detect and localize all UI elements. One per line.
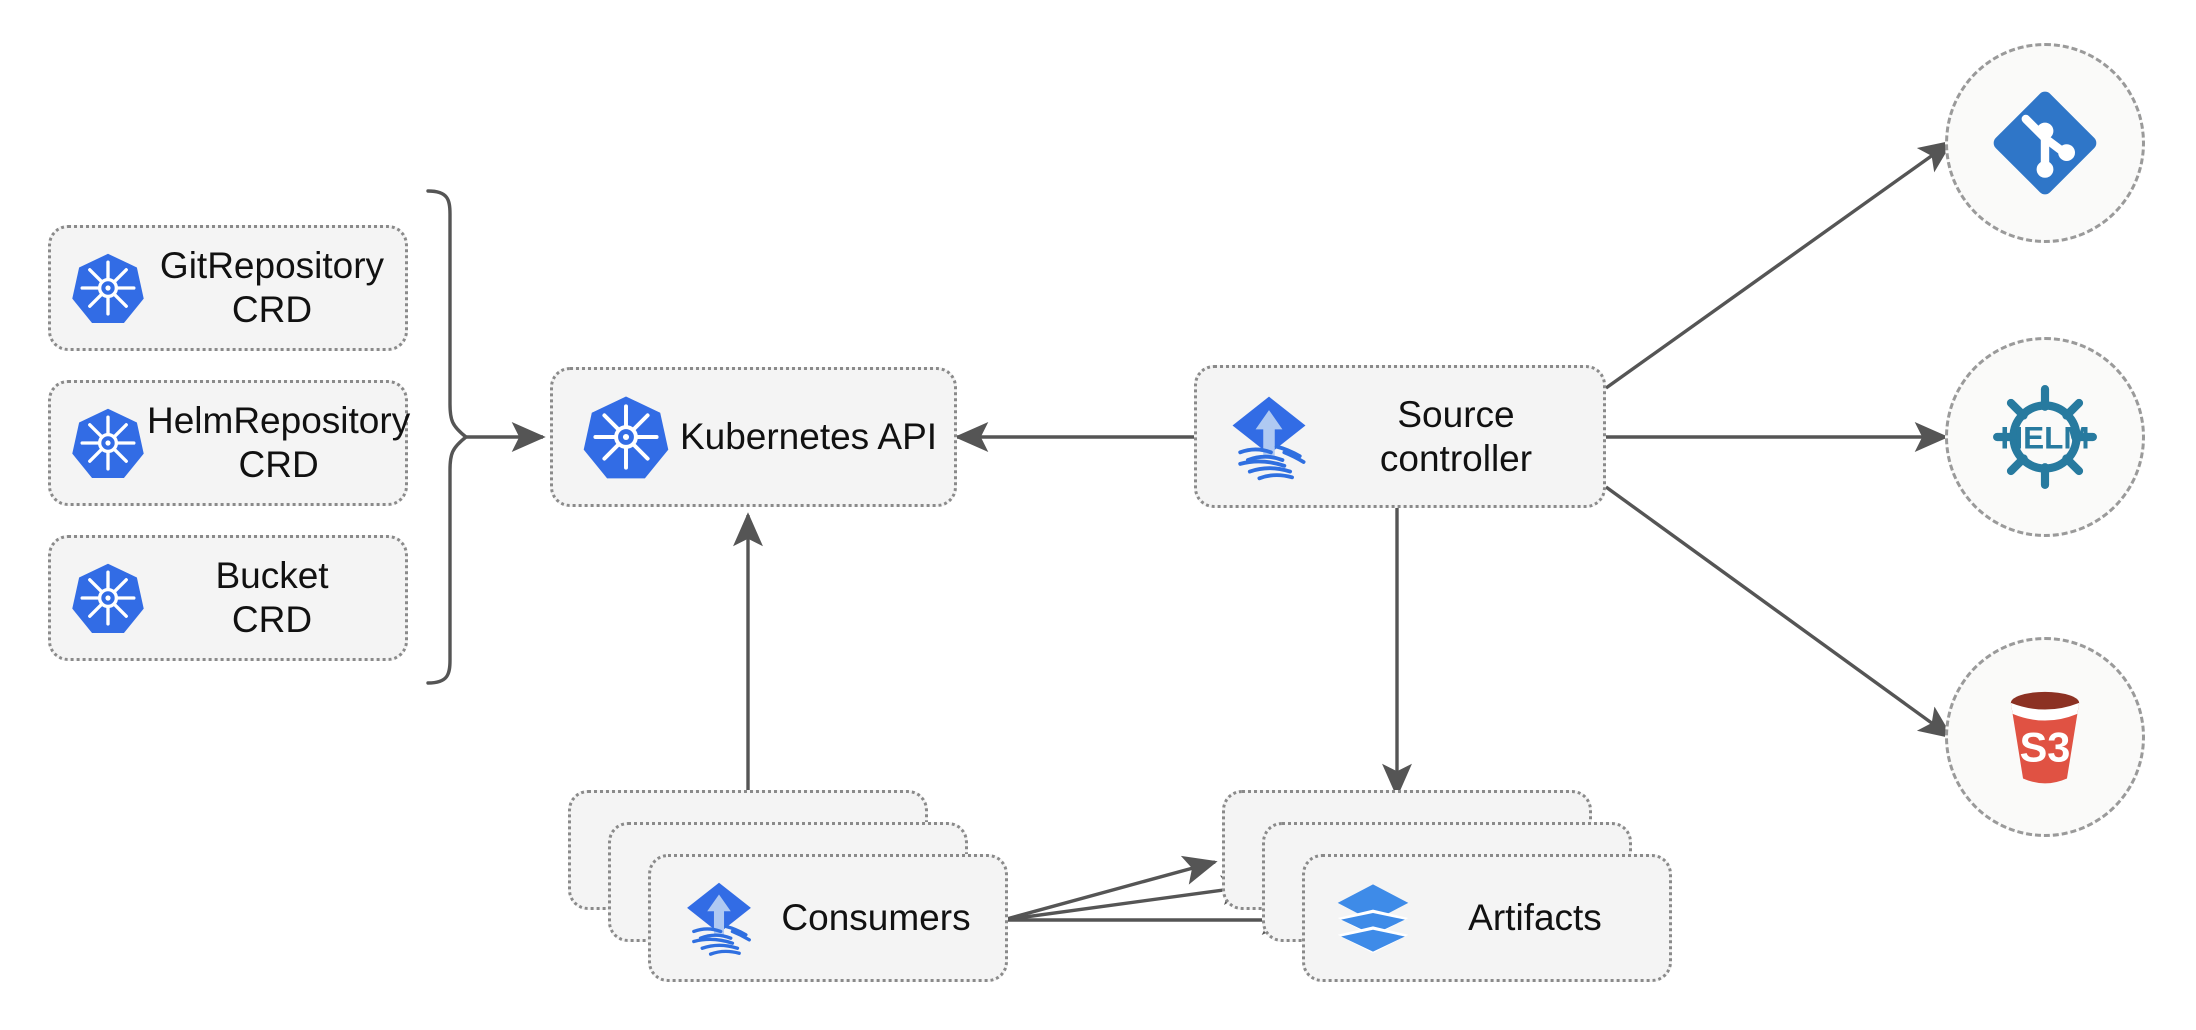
kubernetes-icon [581,392,671,482]
artifacts-stack-sheet-front[interactable]: Artifacts [1302,854,1672,982]
s3-wordmark: S3 [2020,723,2071,770]
artifacts-label: Artifacts [1468,897,1602,938]
s3-bucket-icon: S3 [1984,676,2106,798]
crd-label: GitRepository CRD [159,245,385,330]
crd-group-brace [426,189,469,685]
edge-consumers-to-artifacts-2 [1002,875,1256,922]
git-icon [1985,83,2105,203]
crd-card-helmrepository[interactable]: HelmRepository CRD [48,380,410,506]
crd-label: HelmRepository CRD [147,400,411,485]
helm-wordmark: HELM [2000,419,2089,455]
s3-endpoint[interactable]: S3 [1945,637,2145,837]
kubernetes-icon [69,249,147,327]
kubernetes-api-node[interactable]: Kubernetes API [550,367,957,507]
flux-icon [677,876,761,960]
crd-label: Bucket CRD [215,555,329,640]
kubernetes-icon [69,404,147,482]
crd-card-gitrepository[interactable]: GitRepository CRD [48,225,408,351]
source-controller-label: Source controller [1379,393,1533,479]
source-controller-node[interactable]: Source controller [1194,365,1606,508]
kubernetes-api-label: Kubernetes API [679,416,938,458]
edge-source-to-git [1605,140,1954,390]
layers-icon [1331,876,1415,960]
crd-card-bucket[interactable]: Bucket CRD [48,535,408,661]
flux-icon [1221,389,1317,485]
helm-icon: HELM [1982,374,2108,500]
artifacts-node[interactable]: Artifacts [1222,790,1672,985]
helm-endpoint[interactable]: HELM [1945,337,2145,537]
consumers-stack-sheet-front[interactable]: Consumers [648,854,1008,982]
consumers-node[interactable]: Consumers [568,790,1008,985]
git-endpoint[interactable] [1945,43,2145,243]
edge-consumers-to-artifacts-1 [1002,855,1218,922]
edge-source-to-s3 [1605,485,1954,739]
kubernetes-icon [69,559,147,637]
consumers-label: Consumers [781,897,971,938]
